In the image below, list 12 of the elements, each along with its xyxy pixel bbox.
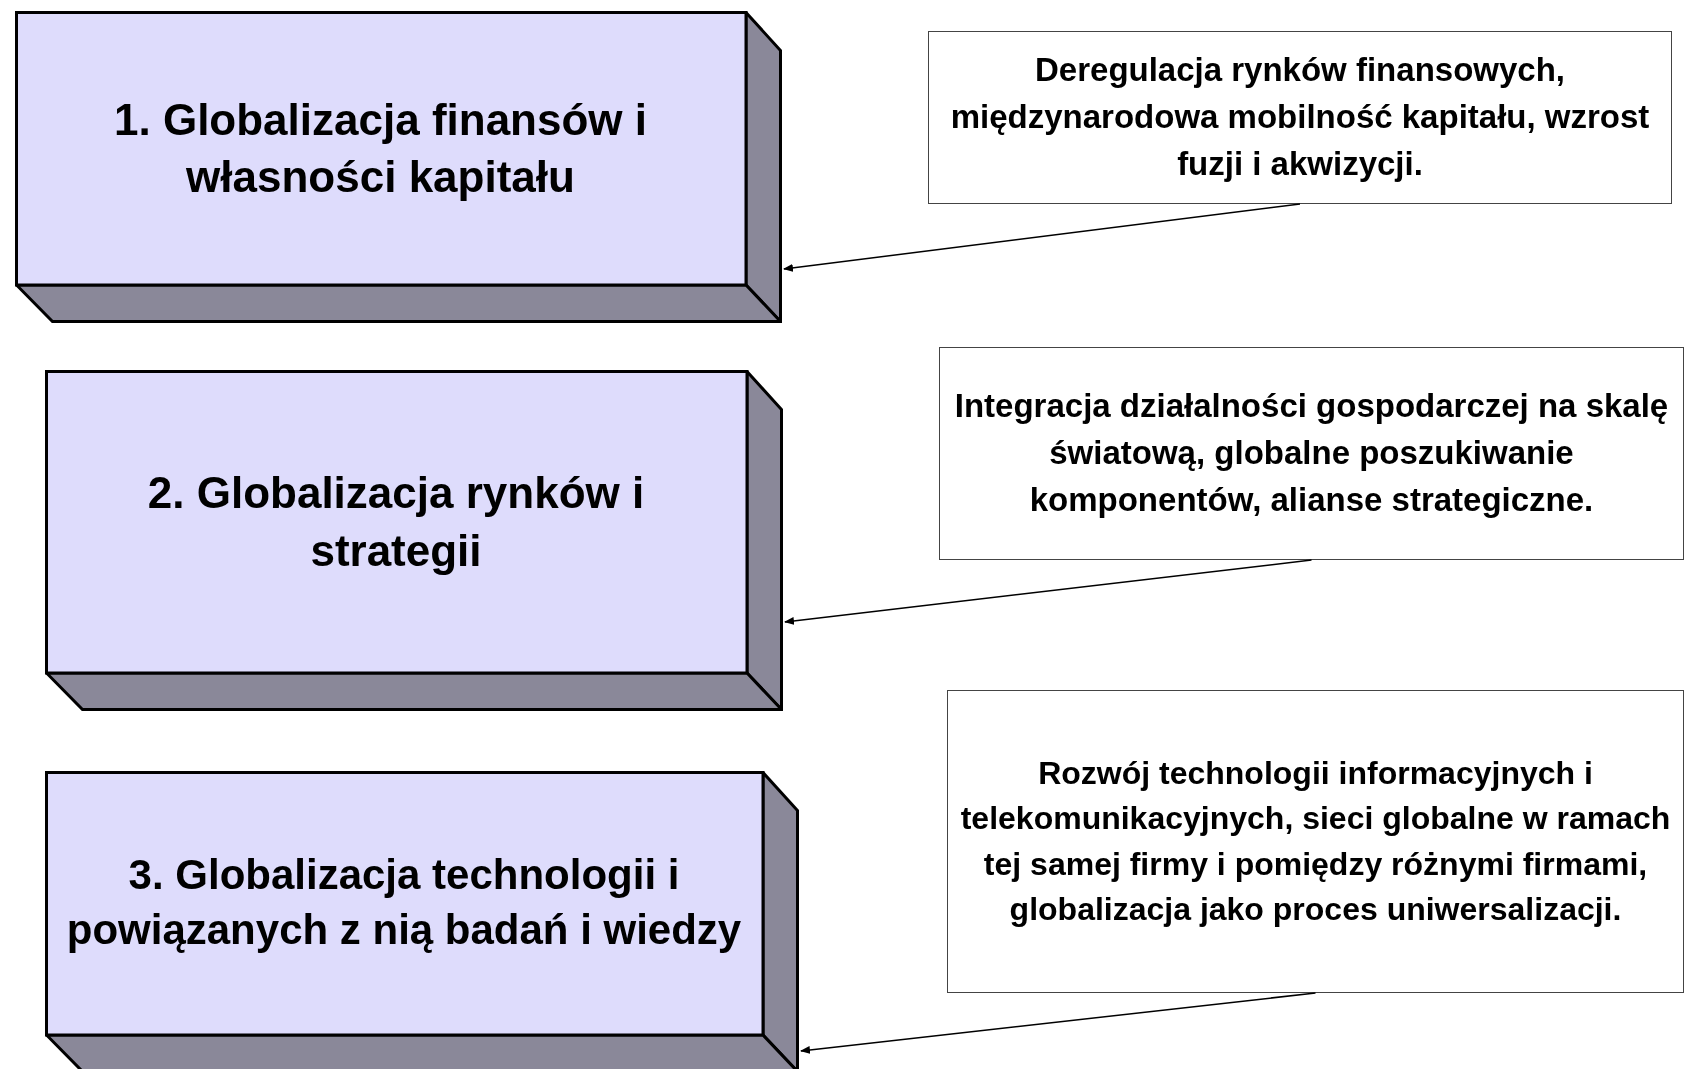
- text-box: [928, 31, 1672, 204]
- block-title: 3. Globalizacja technologii i powiązanych z nią badań i wiedzy: [65, 850, 743, 955]
- description-text: Deregulacja rynków finansowych, międzynarodowa mobilność kapitału, wzrost fuzji i akwizycji.: [949, 50, 1651, 184]
- arrow: [783, 203, 1301, 272]
- text-box: [947, 690, 1684, 993]
- arrow: [784, 559, 1313, 625]
- description-text: Rozwój technologii informacyjnych i telekomunikacyjnych, sieci globalne w ramach tej samej firmy i pomiędzy różnymi firmami, globalizacja jako proces uniwersalizacji.: [959, 753, 1672, 929]
- block-title: 1. Globalizacja finansów i własności kapitału: [113, 93, 648, 203]
- block-title: 2. Globalizacja rynków i strategii: [146, 467, 646, 577]
- text-box: [939, 347, 1684, 560]
- arrow: [800, 992, 1317, 1054]
- description-text: Integracja działalności gospodarczej na skalę światową, globalne poszukiwanie komponentów, alianse strategiczne.: [953, 386, 1670, 520]
